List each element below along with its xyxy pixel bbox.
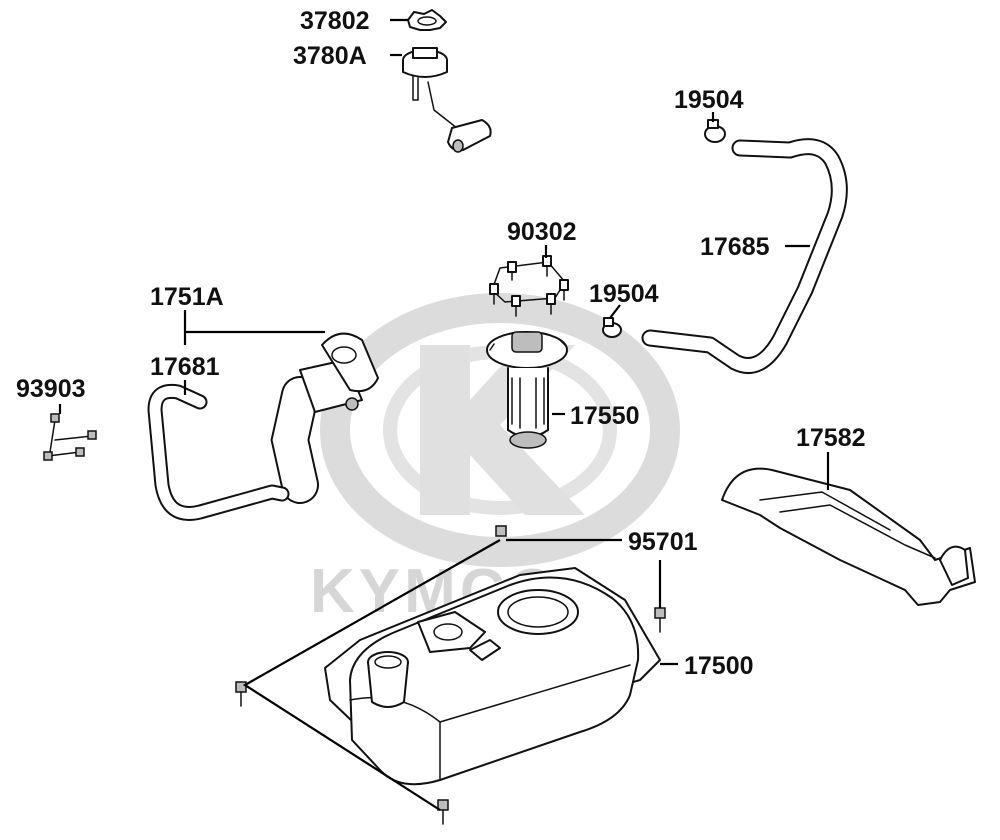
label-93903: 93903: [16, 375, 86, 403]
screws-93903-part: [43, 413, 97, 461]
label-90302: 90302: [507, 218, 577, 246]
fuel-pump-part: [486, 331, 568, 449]
drain-hose-17681-part: [147, 383, 290, 521]
leader-lines: [58, 18, 830, 811]
bolts-95701-part: [235, 525, 666, 825]
label-19504-top: 19504: [674, 86, 744, 114]
retaining-ring-part: [407, 9, 447, 31]
filler-neck-1751A-part: [270, 332, 379, 504]
heat-guard-17582-part: [721, 467, 976, 606]
fuel-tank-17500-part: [324, 567, 661, 786]
label-95701: 95701: [628, 528, 698, 556]
label-37802: 37802: [300, 7, 370, 35]
hose-clamp-middle-part: [602, 317, 622, 338]
hose-clamp-upper-part: [704, 119, 726, 143]
part-labels: 37802 3780A 19504 90302 17685 1751A 1950…: [16, 7, 866, 680]
fuel-hose-17685-part: [641, 138, 848, 374]
screw-set-90302: [489, 255, 569, 317]
label-19504-mid: 19504: [589, 280, 659, 308]
label-17681: 17681: [150, 353, 220, 381]
label-17550: 17550: [570, 402, 640, 430]
fuel-level-sender-part: [402, 47, 492, 153]
label-17582: 17582: [796, 424, 866, 452]
label-1751A: 1751A: [150, 283, 224, 311]
label-17500: 17500: [684, 652, 754, 680]
label-17685: 17685: [700, 233, 770, 261]
label-3780A: 3780A: [293, 42, 367, 70]
